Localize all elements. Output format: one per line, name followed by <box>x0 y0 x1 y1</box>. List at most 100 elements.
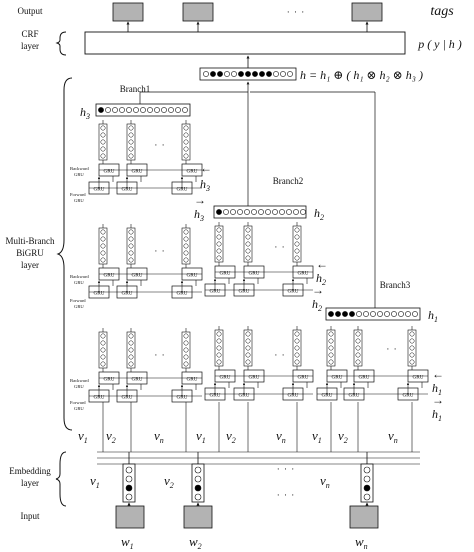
branch-input-labels: v1 v2 vn v1 v2 vn v1 v2 vn <box>78 428 398 445</box>
branch1-layer3-col3-forward-gru-label: GRU <box>177 395 188 401</box>
multibranch-layer-label: Multi-Branch BiGRU layer <box>6 236 55 270</box>
branch1-layer1-col2-hidden-dot <box>128 139 134 145</box>
svg-text:vn: vn <box>388 428 398 445</box>
h1-label: h1 <box>428 308 438 324</box>
branch3-vector-dot <box>377 311 383 317</box>
branch3-label: Branch3 <box>380 280 411 290</box>
branch1-layer1-col3-hidden-dot <box>183 146 189 152</box>
svg-text:h1: h1 <box>432 407 442 423</box>
branch3-vector-dot <box>384 311 390 317</box>
branch1-layer3-col2-hidden-dot <box>128 340 134 346</box>
svg-text:h2: h2 <box>316 271 326 287</box>
branch3-layer1-col2-hidden-dot <box>355 345 361 351</box>
branch3-layer1-col1-hidden-dot <box>328 331 334 337</box>
concat-vector-dot <box>259 71 265 77</box>
branch1-layer2-col3-hidden-dot <box>183 257 189 263</box>
branch2-layer1-col3-hidden-dot <box>294 227 300 233</box>
h2-forward-label: → h2 <box>312 283 324 313</box>
branch3-layer1-col2-backward-gru-label: GRU <box>359 375 370 381</box>
branch2-vector-dot <box>244 209 250 215</box>
svg-text:vn: vn <box>154 428 164 445</box>
embedding-dot <box>125 475 133 483</box>
output-box-2 <box>182 2 214 22</box>
branch1-layer2-col3-backward-gru-label: GRU <box>187 273 198 279</box>
svg-text:layer: layer <box>21 478 39 488</box>
branch2-vector-dot <box>279 209 285 215</box>
svg-text:Multi-Branch: Multi-Branch <box>6 236 55 246</box>
branch2-layer2-col1-hidden-dot <box>216 352 222 358</box>
embedding-dot <box>125 493 133 501</box>
svg-text:h3: h3 <box>194 207 204 223</box>
branch2-label: Branch2 <box>273 176 304 186</box>
branch1-layer2-col2-hidden-dot <box>128 250 134 256</box>
branch3-vector-dot <box>356 311 362 317</box>
branch2-vector-dot <box>286 209 292 215</box>
branch1-layer2-col3-forward-gru-label: GRU <box>177 291 188 297</box>
branch1-vector-dot <box>154 107 160 113</box>
concat-vector-dot <box>224 71 230 77</box>
h1-forward-label: → h1 <box>432 393 444 423</box>
svg-text:←: ← <box>316 257 328 271</box>
branch1-layer1-col3-backward-gru-label: GRU <box>187 169 198 175</box>
embedding-dot <box>194 475 202 483</box>
input-w2-label: w2 <box>189 534 202 551</box>
branch1-vector-dot <box>105 107 111 113</box>
branch1-layer3-col3-backward-gru-label: GRU <box>187 377 198 383</box>
branch1-layer1-col2-hidden-dot <box>128 132 134 138</box>
branch3-layer1-col2-hidden-dot <box>355 359 361 365</box>
branch3-layer1-col3-backward-gru-label: GRU <box>413 375 424 381</box>
branch2-vector-dot <box>258 209 264 215</box>
branch3-layer1-col1-forward-gru-label: GRU <box>322 393 333 399</box>
branch1-layer1-col1-hidden-dot <box>100 146 106 152</box>
branch2-layer2-col2-hidden-dot <box>245 359 251 365</box>
branch1-layer1-col2-backward-gru-label: GRU <box>132 169 143 175</box>
branch3-vector-dot <box>335 311 341 317</box>
branch1-vector-dot <box>168 107 174 113</box>
branch1-layer3-col3-hidden-dot <box>183 347 189 353</box>
branch1-vector-dot <box>147 107 153 113</box>
branch2-layer1-col2-backward-gru-label: GRU <box>249 271 260 277</box>
branch1-vector-dot <box>182 107 188 113</box>
concat-vector-dot <box>266 71 272 77</box>
svg-text:GRU: GRU <box>74 384 84 389</box>
crf-formula: p ( y | h ) <box>417 37 462 51</box>
branch1-layer3-col3-hidden-dot <box>183 354 189 360</box>
branch1-layer3-col2-backward-gru-label: GRU <box>132 377 143 383</box>
svg-text:vn: vn <box>276 428 286 445</box>
branch2-layer1-col3-hidden-dot <box>294 241 300 247</box>
branch2-vector-dot <box>293 209 299 215</box>
input-box-2 <box>183 505 213 529</box>
embedding-ellipsis-top: · · · <box>277 464 296 474</box>
branch1-layer2-col1-hidden-dot <box>100 257 106 263</box>
concat-vector-dot <box>217 71 223 77</box>
svg-text:Backward: Backward <box>70 166 89 171</box>
branch2-layer2-col1-hidden-dot <box>216 359 222 365</box>
branch1-vector-dot <box>175 107 181 113</box>
branch2-layer1-col3-hidden-dot <box>294 248 300 254</box>
branch2-layer1-col1-hidden-dot <box>216 227 222 233</box>
branch1-layer3-col1-hidden-dot <box>100 354 106 360</box>
branch2-layer2-col3-hidden-dot <box>294 359 300 365</box>
branch1-layer2-col2-forward-gru-label: GRU <box>122 291 133 297</box>
branch2-layer1-col2-hidden-dot <box>245 227 251 233</box>
branch3-layer1-col2-hidden-dot <box>355 338 361 344</box>
svg-text:→: → <box>194 193 206 207</box>
branch1-layer1-col1-backward-gru-label: GRU <box>104 169 115 175</box>
branch3-layer1-col3-hidden-dot <box>409 345 415 351</box>
output-box-n <box>351 2 383 22</box>
crf-brace <box>55 31 67 56</box>
branch2-layer2-col2-backward-gru-label: GRU <box>249 375 260 381</box>
embedding-dot <box>194 493 202 501</box>
concat-vector-dot <box>245 71 251 77</box>
embedding-distribution-lines <box>97 451 420 465</box>
svg-text:←: ← <box>432 367 444 381</box>
branch3-layer1-col3-hidden-dot <box>409 352 415 358</box>
svg-text:v2: v2 <box>338 428 348 445</box>
branch2-layer1-col1-hidden-dot <box>216 241 222 247</box>
branch3-vector-dot <box>342 311 348 317</box>
branch1-layer1-col1-hidden-dot <box>100 139 106 145</box>
